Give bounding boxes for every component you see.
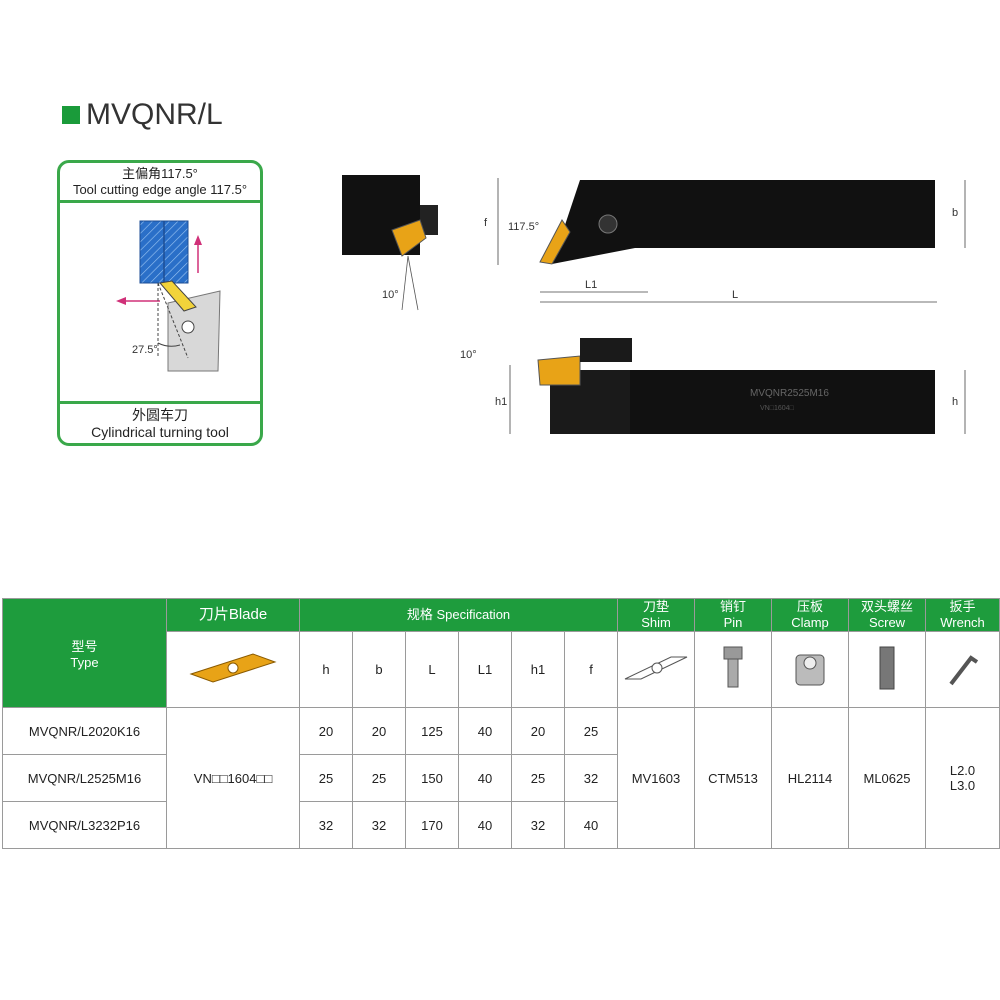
shank-marking: MVQNR2525M16 bbox=[750, 388, 829, 399]
blade-header: 刀片Blade bbox=[166, 598, 300, 632]
technical-drawing: 10° f 117.5° b L1 L MVQNR2525M16 VN□1604… bbox=[342, 175, 966, 434]
side-angle-label: 10° bbox=[460, 349, 477, 361]
cell-b: 32 bbox=[352, 801, 406, 849]
cell-h1: 20 bbox=[511, 707, 565, 755]
blade-value: VN□□1604□□ bbox=[166, 707, 300, 849]
spec-col-h1: h1 bbox=[511, 631, 565, 708]
spec-col-f: f bbox=[564, 631, 618, 708]
card-header-en: Tool cutting edge angle 117.5° bbox=[72, 182, 248, 197]
title-text: MVQNR/L bbox=[86, 98, 223, 131]
front-angle-label: 10° bbox=[382, 289, 399, 301]
cell-h: 20 bbox=[299, 707, 353, 755]
clamp-icon bbox=[795, 654, 825, 686]
shim-icon bbox=[624, 656, 688, 680]
dim-h1-label: h1 bbox=[495, 396, 507, 408]
shim-value: MV1603 bbox=[617, 707, 695, 849]
pin-icon bbox=[723, 646, 743, 688]
cell-f: 40 bbox=[564, 801, 618, 849]
wrench-image bbox=[925, 631, 1000, 708]
type-cell: MVQNR/L3232P16 bbox=[2, 801, 167, 849]
card-header-cn: 主偏角117.5° bbox=[122, 166, 198, 181]
card-footer-cn: 外圆车刀 bbox=[132, 407, 188, 423]
screw-image bbox=[848, 631, 926, 708]
spec-col-L: L bbox=[405, 631, 459, 708]
table-row: MVQNR/L3232P16 32 32 170 40 32 40 bbox=[2, 801, 1000, 849]
shank-marking-2: VN□1604□ bbox=[760, 405, 795, 412]
cell-b: 25 bbox=[352, 754, 406, 802]
card-footer-en: Cylindrical turning tool bbox=[91, 424, 229, 440]
clamp-image bbox=[771, 631, 849, 708]
cell-L: 170 bbox=[405, 801, 459, 849]
side-view-clamp bbox=[580, 338, 632, 362]
side-view-shank bbox=[630, 370, 935, 434]
blade-image bbox=[166, 631, 300, 708]
cell-h: 32 bbox=[299, 801, 353, 849]
top-angle-label: 117.5° bbox=[508, 221, 539, 233]
cell-L: 150 bbox=[405, 754, 459, 802]
page-title: MVQNR/L bbox=[62, 98, 223, 132]
turning-diagram: 27.5° bbox=[116, 220, 221, 372]
type-cell: MVQNR/L2020K16 bbox=[2, 707, 167, 755]
cell-L: 125 bbox=[405, 707, 459, 755]
card-footer: 外圆车刀 Cylindrical turning tool bbox=[60, 401, 260, 443]
green-square-icon bbox=[62, 106, 80, 124]
spec-col-b: b bbox=[352, 631, 406, 708]
dim-b-label: b bbox=[952, 207, 958, 219]
top-view-shank bbox=[635, 180, 935, 248]
spec-col-h: h bbox=[299, 631, 353, 708]
pin-image bbox=[694, 631, 772, 708]
dim-f-label: f bbox=[484, 217, 488, 229]
cell-h1: 25 bbox=[511, 754, 565, 802]
cell-L1: 40 bbox=[458, 754, 512, 802]
cell-b: 20 bbox=[352, 707, 406, 755]
shim-image bbox=[617, 631, 695, 708]
spec-col-L1: L1 bbox=[458, 631, 512, 708]
insert-shape bbox=[159, 280, 197, 312]
spec-header: 规格 Specification bbox=[299, 598, 618, 632]
table-row: MVQNR/L2020K16 VN□□1604□□ 20 20 125 40 2… bbox=[2, 707, 1000, 849]
card-header: 主偏角117.5° Tool cutting edge angle 117.5° bbox=[60, 163, 260, 203]
cell-h1: 32 bbox=[511, 801, 565, 849]
dim-h-label: h bbox=[952, 396, 958, 408]
dim-L-label: L bbox=[732, 289, 738, 301]
cell-f: 32 bbox=[564, 754, 618, 802]
wrench-icon bbox=[948, 655, 978, 686]
dim-L1-label: L1 bbox=[585, 279, 597, 291]
holder-shape bbox=[167, 290, 221, 372]
top-view-head bbox=[552, 180, 635, 264]
table-row: MVQNR/L2525M16 25 25 150 40 25 32 bbox=[2, 754, 1000, 802]
screw-value: ML0625 bbox=[848, 707, 926, 849]
front-view-insert bbox=[391, 219, 427, 257]
cell-f: 25 bbox=[564, 707, 618, 755]
angle-label: 27.5° bbox=[132, 344, 158, 356]
cell-h: 25 bbox=[299, 754, 353, 802]
cell-L1: 40 bbox=[458, 707, 512, 755]
clamp-value: HL2114 bbox=[771, 707, 849, 849]
pin-value: CTM513 bbox=[694, 707, 772, 849]
side-view-insert bbox=[537, 355, 581, 386]
info-card: 主偏角117.5° Tool cutting edge angle 117.5°… bbox=[57, 160, 263, 446]
type-cell: MVQNR/L2525M16 bbox=[2, 754, 167, 802]
top-view-insert bbox=[539, 219, 571, 265]
blade-insert-icon bbox=[189, 653, 277, 683]
screw-icon bbox=[879, 646, 895, 690]
cell-L1: 40 bbox=[458, 801, 512, 849]
